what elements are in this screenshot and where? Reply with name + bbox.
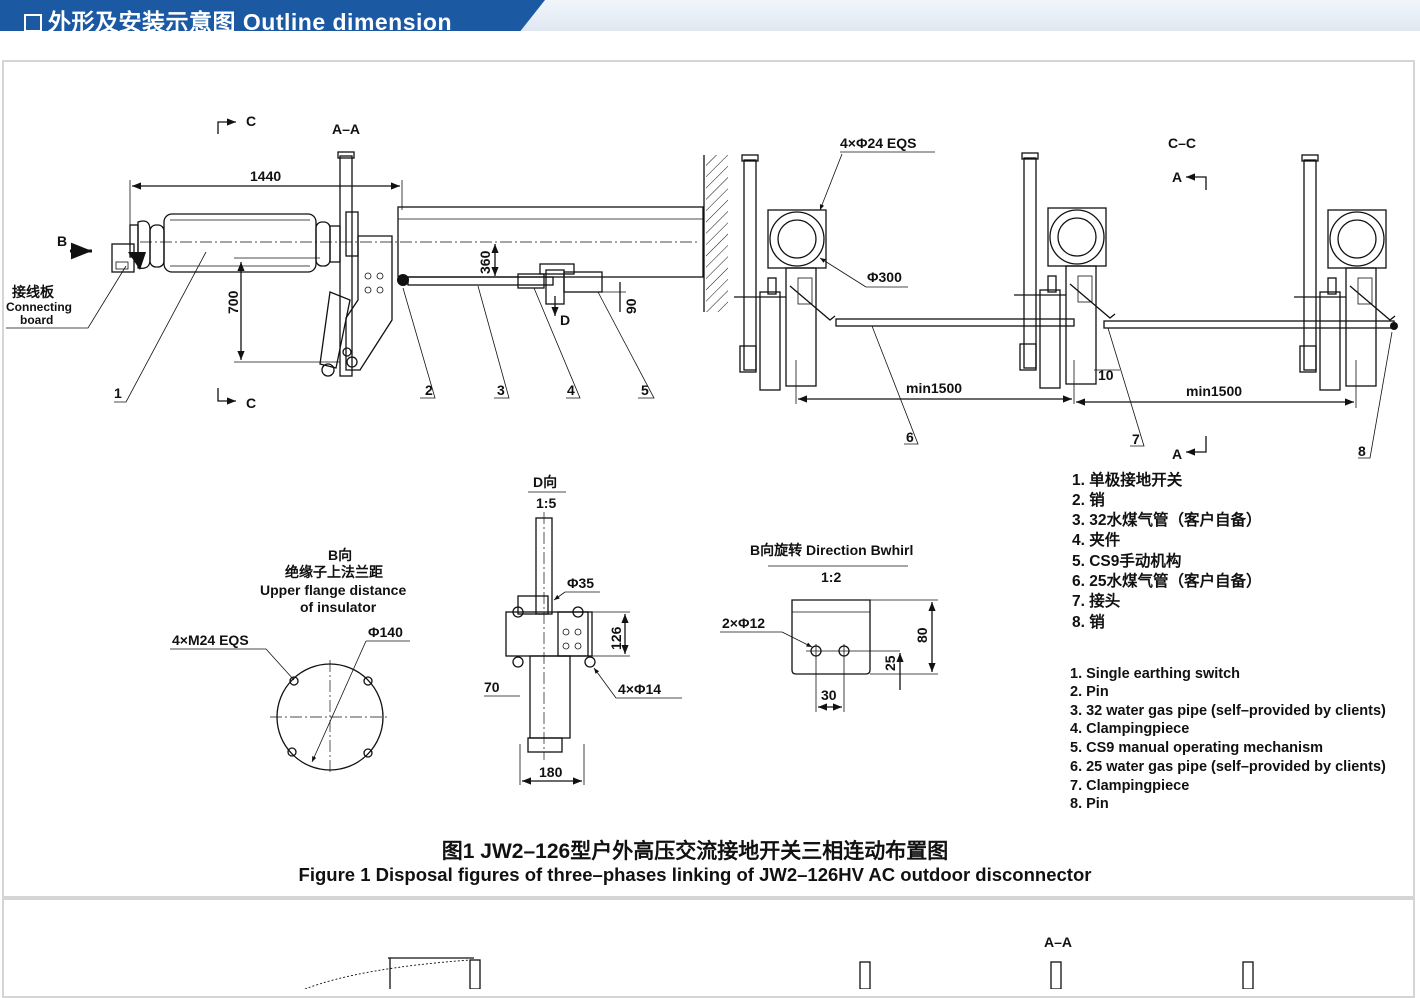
section-title-text: 外形及安装示意图 Outline dimension bbox=[48, 9, 453, 35]
d-view-scale: 1:5 bbox=[536, 495, 556, 511]
drawing-panel bbox=[2, 60, 1415, 898]
legend-en-7: 7. Clampingpiece bbox=[1070, 778, 1189, 794]
dimension-1440: 1440 bbox=[250, 168, 281, 184]
section-a-bottom-label: A bbox=[1172, 446, 1182, 462]
next-drawing-preview: A–A bbox=[304, 934, 1254, 989]
bolts-eqs-label: 4×Φ24 EQS bbox=[840, 135, 916, 151]
dimension-700: 700 bbox=[225, 290, 241, 314]
legend-en-3: 3. 32 water gas pipe (self–provided by c… bbox=[1070, 703, 1386, 719]
callout-5: 5 bbox=[641, 382, 649, 398]
d-view-180: 180 bbox=[539, 764, 563, 780]
legend-en-5: 5. CS9 manual operating mechanism bbox=[1070, 740, 1323, 756]
section-c-top-label: C bbox=[246, 113, 256, 129]
phase-unit-1 bbox=[734, 154, 836, 391]
section-a-top-label: A bbox=[1172, 169, 1182, 185]
three-phase-view: 4×Φ24 EQS C–C A A bbox=[734, 135, 1398, 462]
section-banner: 外形及安装示意图 Outline dimension bbox=[0, 0, 1420, 37]
section-aa-label: A–A bbox=[332, 121, 360, 137]
legend-cn-4: 4. 夹件 bbox=[1072, 530, 1121, 549]
callout-3: 3 bbox=[497, 382, 505, 398]
legend-cn-6: 6. 25水煤气管（客户自备） bbox=[1072, 571, 1261, 590]
section-aa-bottom-label: A–A bbox=[1044, 934, 1072, 950]
legend-cn-3: 3. 32水煤气管（客户自备） bbox=[1072, 510, 1261, 529]
legend-en-6: 6. 25 water gas pipe (self–provided by c… bbox=[1070, 759, 1386, 775]
d-view-70: 70 bbox=[484, 679, 500, 695]
dimension-90: 90 bbox=[623, 298, 639, 314]
caption-cn: 图1 JW2–126型户外高压交流接地开关三相连动布置图 bbox=[442, 839, 948, 863]
b-view-flange: B向 绝缘子上法兰距 Upper flange distance of insu… bbox=[170, 547, 410, 775]
d-view-title: D向 bbox=[533, 474, 557, 490]
section-cc-label: C–C bbox=[1168, 135, 1196, 151]
d-view: D向 1:5 180 Φ35 126 70 4×Φ14 bbox=[484, 474, 682, 785]
caption-en: Figure 1 Disposal figures of three–phase… bbox=[299, 864, 1092, 885]
legend-en-4: 4. Clampingpiece bbox=[1070, 721, 1189, 737]
callout-6: 6 bbox=[906, 429, 914, 445]
bwhirl-80: 80 bbox=[914, 627, 930, 643]
d-view-126: 126 bbox=[608, 626, 624, 650]
banner-strip bbox=[520, 0, 1420, 31]
callout-7: 7 bbox=[1132, 431, 1140, 447]
b-view-title: B向 bbox=[328, 547, 352, 563]
legend-cn-7: 7. 接头 bbox=[1072, 591, 1121, 610]
d-view-dia: Φ35 bbox=[567, 575, 594, 591]
b-view-en-1: Upper flange distance bbox=[260, 582, 406, 598]
legend-en-8: 8. Pin bbox=[1070, 796, 1109, 812]
legend-cn: 1. 单极接地开关 2. 销 3. 32水煤气管（客户自备） 4. 夹件 5. … bbox=[1072, 470, 1261, 631]
dimension-min1500-a: min1500 bbox=[906, 380, 962, 396]
bwhirl-title: B向旋转 Direction Bwhirl bbox=[750, 542, 913, 558]
legend-cn-2: 2. 销 bbox=[1072, 490, 1105, 509]
connecting-board-en-2: board bbox=[20, 313, 53, 327]
callout-2: 2 bbox=[425, 382, 433, 398]
callout-1: 1 bbox=[114, 385, 122, 401]
legend-cn-1: 1. 单极接地开关 bbox=[1072, 470, 1183, 489]
view-d-label: D bbox=[560, 312, 570, 328]
phase-unit-2 bbox=[1014, 152, 1116, 389]
dimension-phi300: Φ300 bbox=[867, 269, 902, 285]
callout-8: 8 bbox=[1358, 443, 1366, 459]
dimension-10: 10 bbox=[1098, 367, 1114, 383]
bwhirl-holes: 2×Φ12 bbox=[722, 615, 765, 631]
legend-en-1: 1. Single earthing switch bbox=[1070, 666, 1240, 682]
b-view-bolts: 4×M24 EQS bbox=[172, 632, 249, 648]
dimension-min1500-b: min1500 bbox=[1186, 383, 1242, 399]
main-side-view: C C A–A 1440 B bbox=[6, 113, 728, 411]
connecting-board-en-1: Connecting bbox=[6, 300, 72, 314]
checkbox-square-icon bbox=[24, 14, 42, 32]
b-whirl-view: B向旋转 Direction Bwhirl 1:2 30 80 25 2×Φ12 bbox=[720, 542, 938, 712]
b-view-dia: Φ140 bbox=[368, 624, 403, 640]
b-view-en-2: of insulator bbox=[300, 599, 377, 615]
legend-cn-5: 5. CS9手动机构 bbox=[1072, 551, 1181, 570]
legend-cn-8: 8. 销 bbox=[1072, 612, 1105, 631]
callout-4: 4 bbox=[567, 382, 575, 398]
dimension-360: 360 bbox=[477, 250, 493, 274]
legend-en-2: 2. Pin bbox=[1070, 684, 1109, 700]
phase-unit-3 bbox=[1294, 154, 1396, 391]
section-c-bottom-label: C bbox=[246, 395, 256, 411]
legend-en: 1. Single earthing switch 2. Pin 3. 32 w… bbox=[1070, 666, 1386, 812]
view-b-label: B bbox=[57, 233, 67, 249]
d-view-holes: 4×Φ14 bbox=[618, 681, 661, 697]
section-title: 外形及安装示意图 Outline dimension bbox=[24, 3, 452, 37]
bwhirl-scale: 1:2 bbox=[821, 569, 841, 585]
banner-tab bbox=[0, 0, 545, 31]
bwhirl-30: 30 bbox=[821, 687, 837, 703]
b-view-cn: 绝缘子上法兰距 bbox=[285, 564, 383, 580]
connecting-board-cn: 接线板 bbox=[12, 284, 55, 300]
bwhirl-25: 25 bbox=[882, 655, 898, 671]
